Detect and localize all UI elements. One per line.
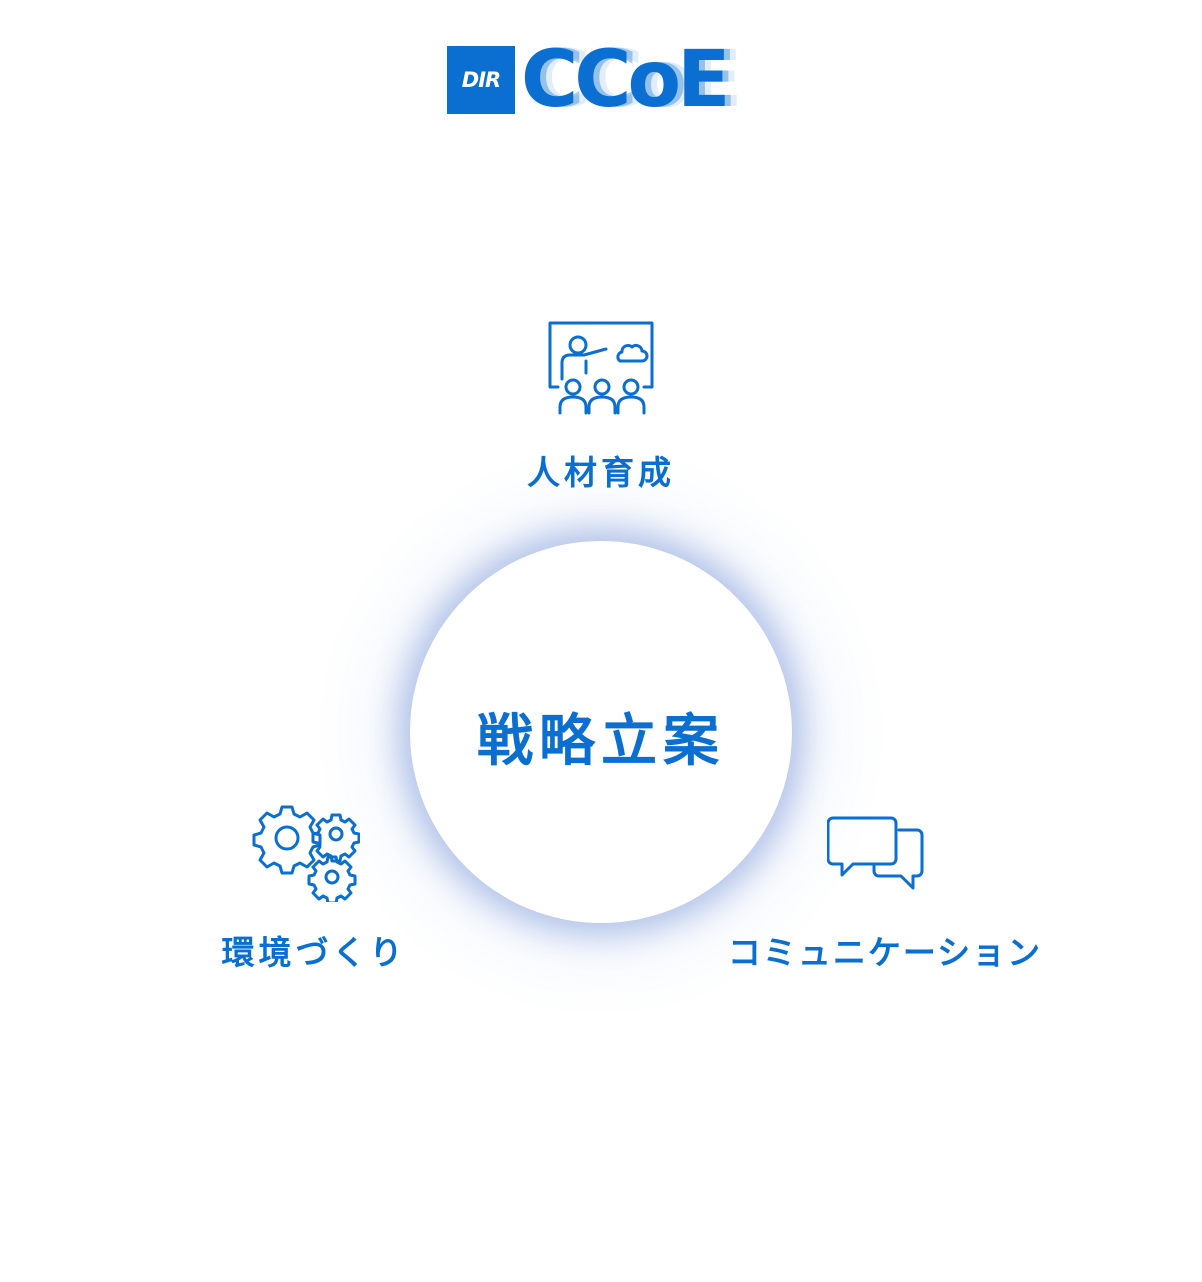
node-label-communication: コミュニケーション	[727, 933, 1043, 972]
gears-icon	[252, 804, 360, 902]
teacher-presentation-icon	[548, 321, 656, 415]
node-label-jinzai: 人材育成	[527, 453, 675, 492]
node-label-kankyo: 環境づくり	[221, 933, 407, 972]
center-circle: 戦略立案	[410, 541, 792, 923]
ccoe-logo: DIR CCoE	[447, 37, 759, 123]
logo-wordmark: CCoE	[521, 35, 730, 125]
chat-bubbles-icon	[827, 816, 925, 892]
center-label: 戦略立案	[477, 708, 725, 774]
logo-badge: DIR	[447, 46, 515, 114]
